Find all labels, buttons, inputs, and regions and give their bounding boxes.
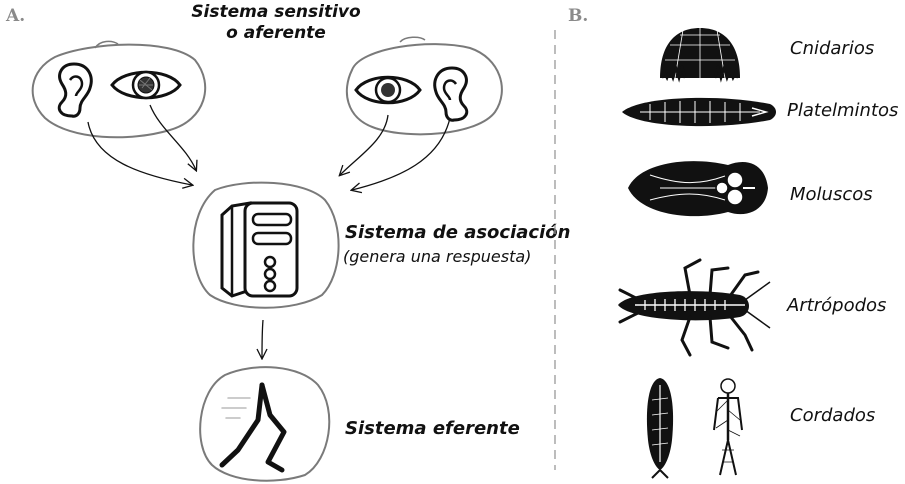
panel-a-letter: A. [6, 6, 26, 26]
eye-icon [110, 70, 182, 100]
group-label-cordados: Cordados [790, 405, 876, 426]
mollusc-nervous-system-icon [628, 161, 768, 217]
walking-legs-icon [219, 382, 287, 473]
sensory-system-title: Sistema sensitivo o aferente [186, 2, 366, 44]
group-label-moluscos: Moluscos [790, 184, 873, 205]
ear-icon [57, 62, 93, 118]
association-system-subtitle: (genera una respuesta) [343, 247, 532, 266]
human-nervous-system-icon [713, 378, 743, 476]
flatworm-nervous-system-icon [622, 97, 776, 127]
arrow-ear-left-to-association [87, 121, 192, 185]
association-system-title: Sistema de asociación [345, 222, 571, 243]
ear-icon [433, 66, 469, 122]
arrow-eye-right-to-association [340, 114, 389, 175]
arrow-ear-right-to-association [352, 117, 451, 190]
arrow-eye-left-to-association [149, 104, 196, 170]
arrow-association-to-efferent [262, 319, 263, 358]
eye-icon [354, 75, 422, 105]
brain-device-icon [220, 201, 299, 298]
cnidarian-nerve-net-icon [660, 28, 740, 83]
group-label-platelmintos: Platelmintos [787, 100, 899, 121]
panel-b-letter: B. [568, 6, 589, 26]
arthropod-nervous-system-icon [618, 258, 771, 357]
efferent-bubble [199, 366, 331, 482]
sensory-title-line1: Sistema sensitivo [191, 2, 361, 22]
fish-nervous-system-icon [646, 378, 674, 479]
group-label-cnidarios: Cnidarios [790, 38, 875, 59]
group-label-artropodos: Artrópodos [787, 295, 887, 316]
sensory-bubble-right [345, 36, 503, 136]
sensory-title-line2: o aferente [226, 23, 326, 43]
efferent-system-title: Sistema eferente [345, 418, 520, 439]
